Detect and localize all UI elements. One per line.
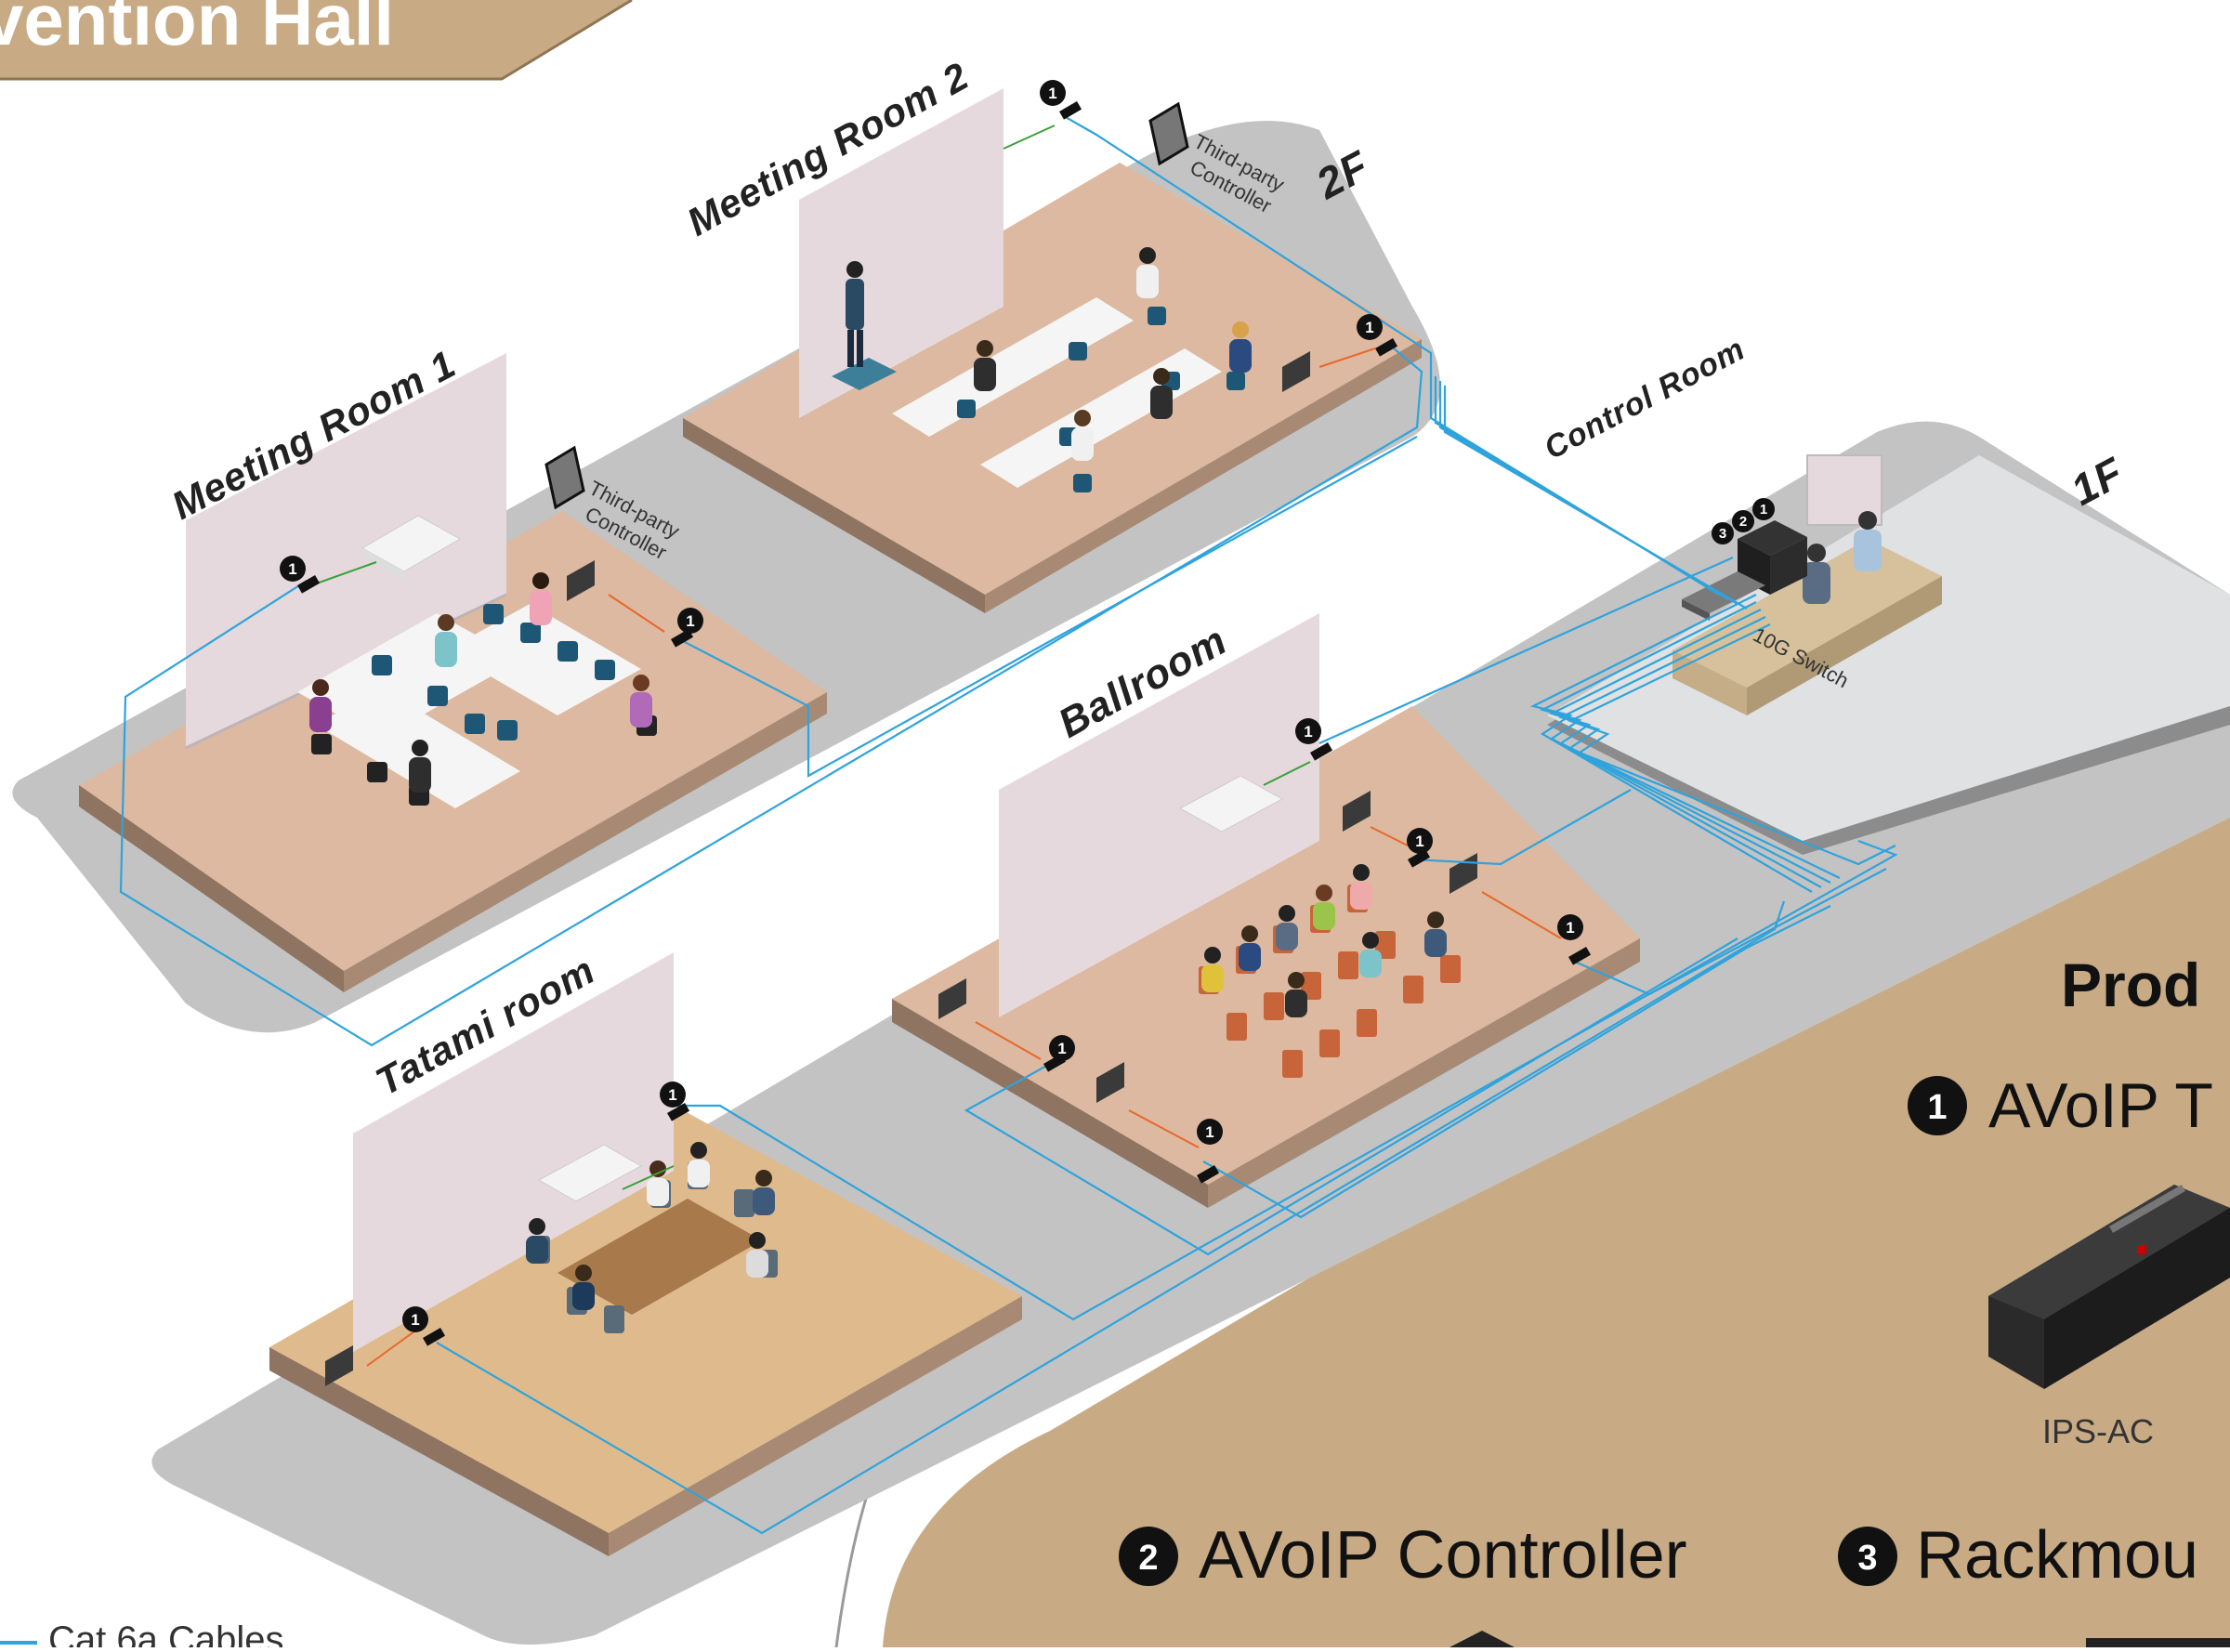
network-switch [1682, 571, 1765, 613]
svg-text:1: 1 [1566, 919, 1574, 937]
ips-ac-device-image [1988, 1185, 2230, 1389]
device-badges: 1 1 1 1 1 1 1 1 1 1 1 3 2 1 [280, 80, 1775, 1332]
badge-1: 1 [1407, 828, 1433, 854]
badge-1: 1 [1295, 718, 1321, 744]
legend-cable-label: Cat 6a Cables [48, 1619, 283, 1647]
page-title: vention Hall [0, 0, 394, 60]
svg-text:1: 1 [1057, 1040, 1066, 1057]
product-number-3: 3 [1857, 1539, 1877, 1578]
audience [1201, 864, 1447, 1017]
badge-1: 1 [1557, 914, 1583, 940]
svg-text:2: 2 [1739, 514, 1747, 530]
badge-1: 1 [677, 608, 703, 634]
people [526, 1142, 775, 1310]
product-name-1: AVoIP T [1988, 1070, 2213, 1141]
product-item-1: 1 AVoIP T [1908, 1070, 2213, 1141]
badge-2: 2 [1732, 510, 1754, 532]
product-name-3: Rackmou [1916, 1518, 2198, 1593]
projection-screen [999, 613, 1319, 1017]
svg-text:1: 1 [686, 612, 694, 630]
projection-screen [353, 952, 674, 1352]
product-number-1: 1 [1927, 1088, 1947, 1127]
svg-text:1: 1 [1304, 723, 1312, 741]
product-name-2: AVoIP Controller [1199, 1518, 1687, 1593]
badge-1: 1 [402, 1306, 428, 1332]
room-label-control: Control Room [1539, 331, 1751, 466]
ballroom [892, 613, 1640, 1208]
svg-text:1: 1 [411, 1311, 419, 1329]
badge-1: 1 [280, 556, 306, 582]
cable-runs [119, 115, 1898, 1535]
meeting-room-2 [683, 88, 1422, 613]
badge-1: 1 [1049, 1035, 1075, 1061]
badge-1: 1 [660, 1082, 686, 1108]
chairs [372, 604, 615, 741]
product-item-2: 2 AVoIP Controller [1119, 1518, 1687, 1593]
avoip-devices [297, 101, 1592, 1346]
meeting-table [558, 1199, 762, 1315]
badge-1: 1 [1197, 1119, 1223, 1145]
meeting-room-1 [79, 353, 827, 992]
svg-text:1: 1 [288, 560, 296, 578]
svg-text:1: 1 [1205, 1123, 1213, 1141]
projection-screen [186, 353, 506, 748]
svg-text:1: 1 [1415, 833, 1423, 850]
product-number-2: 2 [1138, 1539, 1158, 1578]
svg-text:1: 1 [1048, 85, 1056, 102]
badge-1: 1 [1040, 80, 1066, 106]
people [309, 572, 652, 793]
products-heading: Prod [2061, 951, 2200, 1019]
svg-text:1: 1 [1365, 319, 1373, 336]
svg-text:1: 1 [1760, 502, 1767, 518]
badge-1: 1 [1357, 314, 1383, 340]
badge-3: 3 [1712, 522, 1734, 544]
svg-text:1: 1 [668, 1086, 676, 1104]
product-model-1: IPS-AC [2042, 1412, 2154, 1450]
svg-text:3: 3 [1719, 526, 1726, 542]
control-room-area [1547, 454, 2230, 855]
legend: Cat 6a Cables [0, 1619, 283, 1652]
product-item-3: 3 Rackmou [1838, 1518, 2198, 1593]
badge-1: 1 [1752, 498, 1775, 520]
title-banner: vention Hall [0, 0, 633, 81]
tatami-room [269, 952, 1022, 1556]
